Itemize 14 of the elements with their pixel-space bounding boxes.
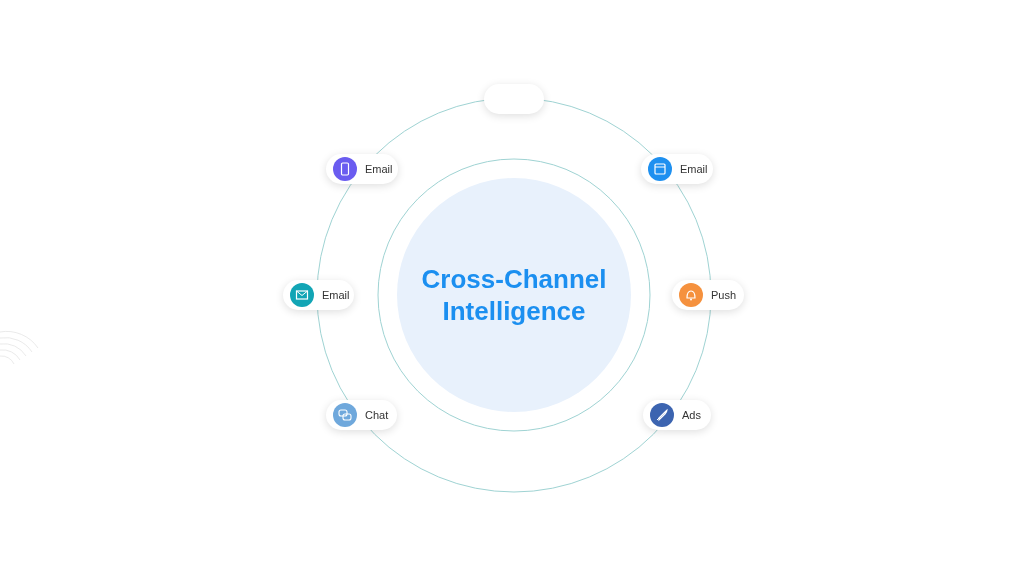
channel-pill — [643, 400, 711, 430]
channel-label: Chat — [365, 409, 389, 421]
channel-label: Push — [711, 289, 737, 301]
channel-label: Email — [680, 163, 708, 175]
channel-label: Email — [322, 289, 350, 301]
channel-pill — [641, 154, 713, 184]
channel-pill — [326, 400, 397, 430]
channel-pill — [672, 280, 744, 310]
channel-label: Email — [365, 163, 393, 175]
channel-pill — [484, 84, 544, 114]
channel-pill — [283, 280, 354, 310]
channel-pill — [326, 154, 398, 184]
channel-label: Ads — [682, 409, 701, 421]
hub-title: Cross-Channel Intelligence — [420, 262, 608, 328]
